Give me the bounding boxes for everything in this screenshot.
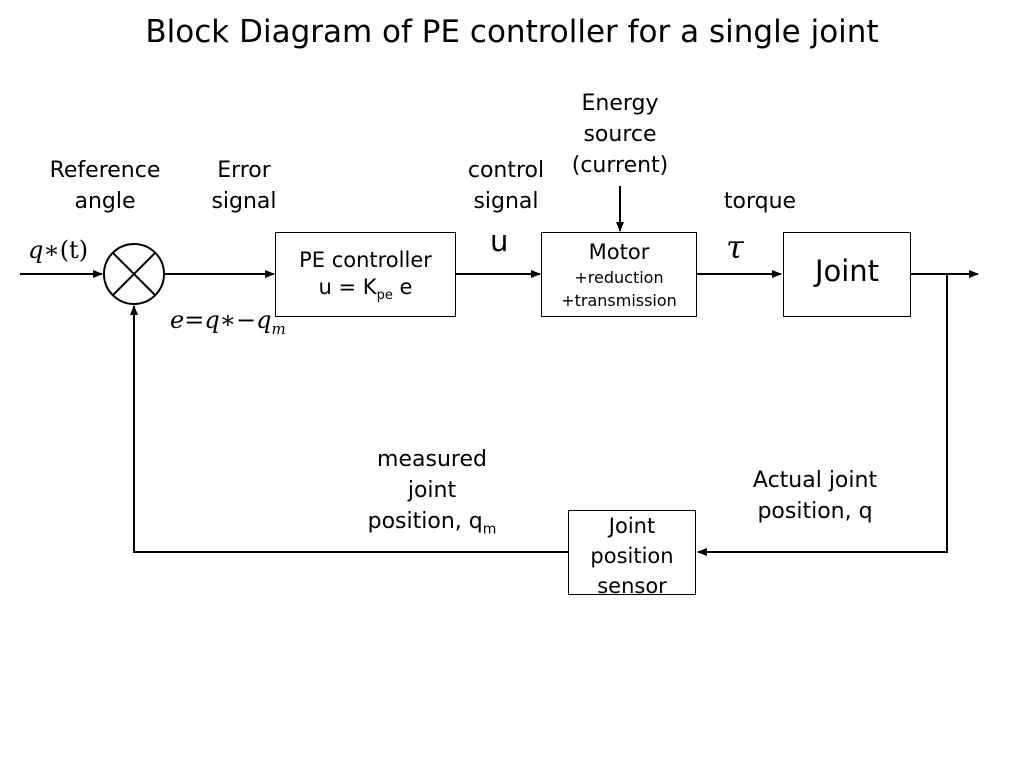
motor-title: Motor — [588, 240, 650, 264]
joint-block: Joint — [783, 232, 911, 317]
energy-source-label: Energy source (current) — [571, 91, 669, 178]
pe-controller-block: PE controller u = Kpe e — [275, 232, 456, 317]
sensor-line3: sensor — [597, 574, 667, 598]
summing-junction — [103, 243, 165, 305]
diagram-title: Block Diagram of PE controller for a sin… — [145, 14, 879, 50]
motor-block: Motor +reduction +transmission — [541, 232, 697, 317]
measured-joint-position-label: measured joint position, qm — [367, 447, 497, 538]
feedback-right — [697, 274, 948, 556]
error-signal-label: Error signal — [211, 158, 277, 214]
sensor-line2: position — [590, 544, 674, 568]
motor-reduction: +reduction — [574, 268, 664, 287]
actual-joint-position-label: Actual joint position, q — [752, 468, 878, 524]
reference-symbol: q∗(t) — [28, 236, 89, 264]
reference-angle-label: Reference angle — [49, 158, 161, 214]
torque-symbol: τ — [726, 228, 744, 266]
error-equation: e=q∗−qm — [170, 306, 286, 338]
pe-controller-law: u = Kpe e — [318, 275, 413, 304]
torque-label: torque — [723, 189, 797, 214]
control-signal-label: control signal — [467, 158, 545, 214]
joint-label: Joint — [814, 254, 880, 288]
control-symbol: u — [490, 224, 509, 258]
feedback-left — [130, 305, 568, 553]
motor-transmission: +transmission — [561, 291, 677, 310]
sensor-block: Joint position sensor — [568, 510, 696, 598]
sensor-line1: Joint — [608, 514, 656, 538]
pe-controller-title: PE controller — [299, 248, 432, 272]
